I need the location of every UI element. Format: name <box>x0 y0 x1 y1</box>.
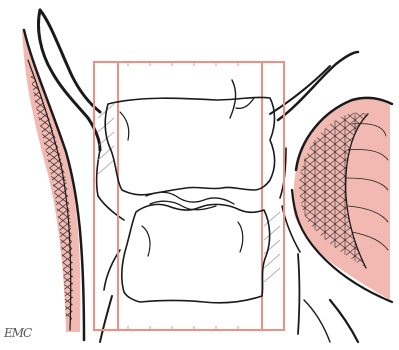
left-gum-lines <box>97 150 124 342</box>
right-bone-wall <box>292 98 392 302</box>
lower-tooth <box>122 204 270 302</box>
watermark-logo: EMC <box>4 326 31 340</box>
hatched-strip-right <box>264 212 280 282</box>
occlusal-contact <box>146 192 234 210</box>
upper-tooth <box>105 80 274 195</box>
guide-frame <box>94 62 284 330</box>
bottom-right-tissue <box>304 300 358 342</box>
